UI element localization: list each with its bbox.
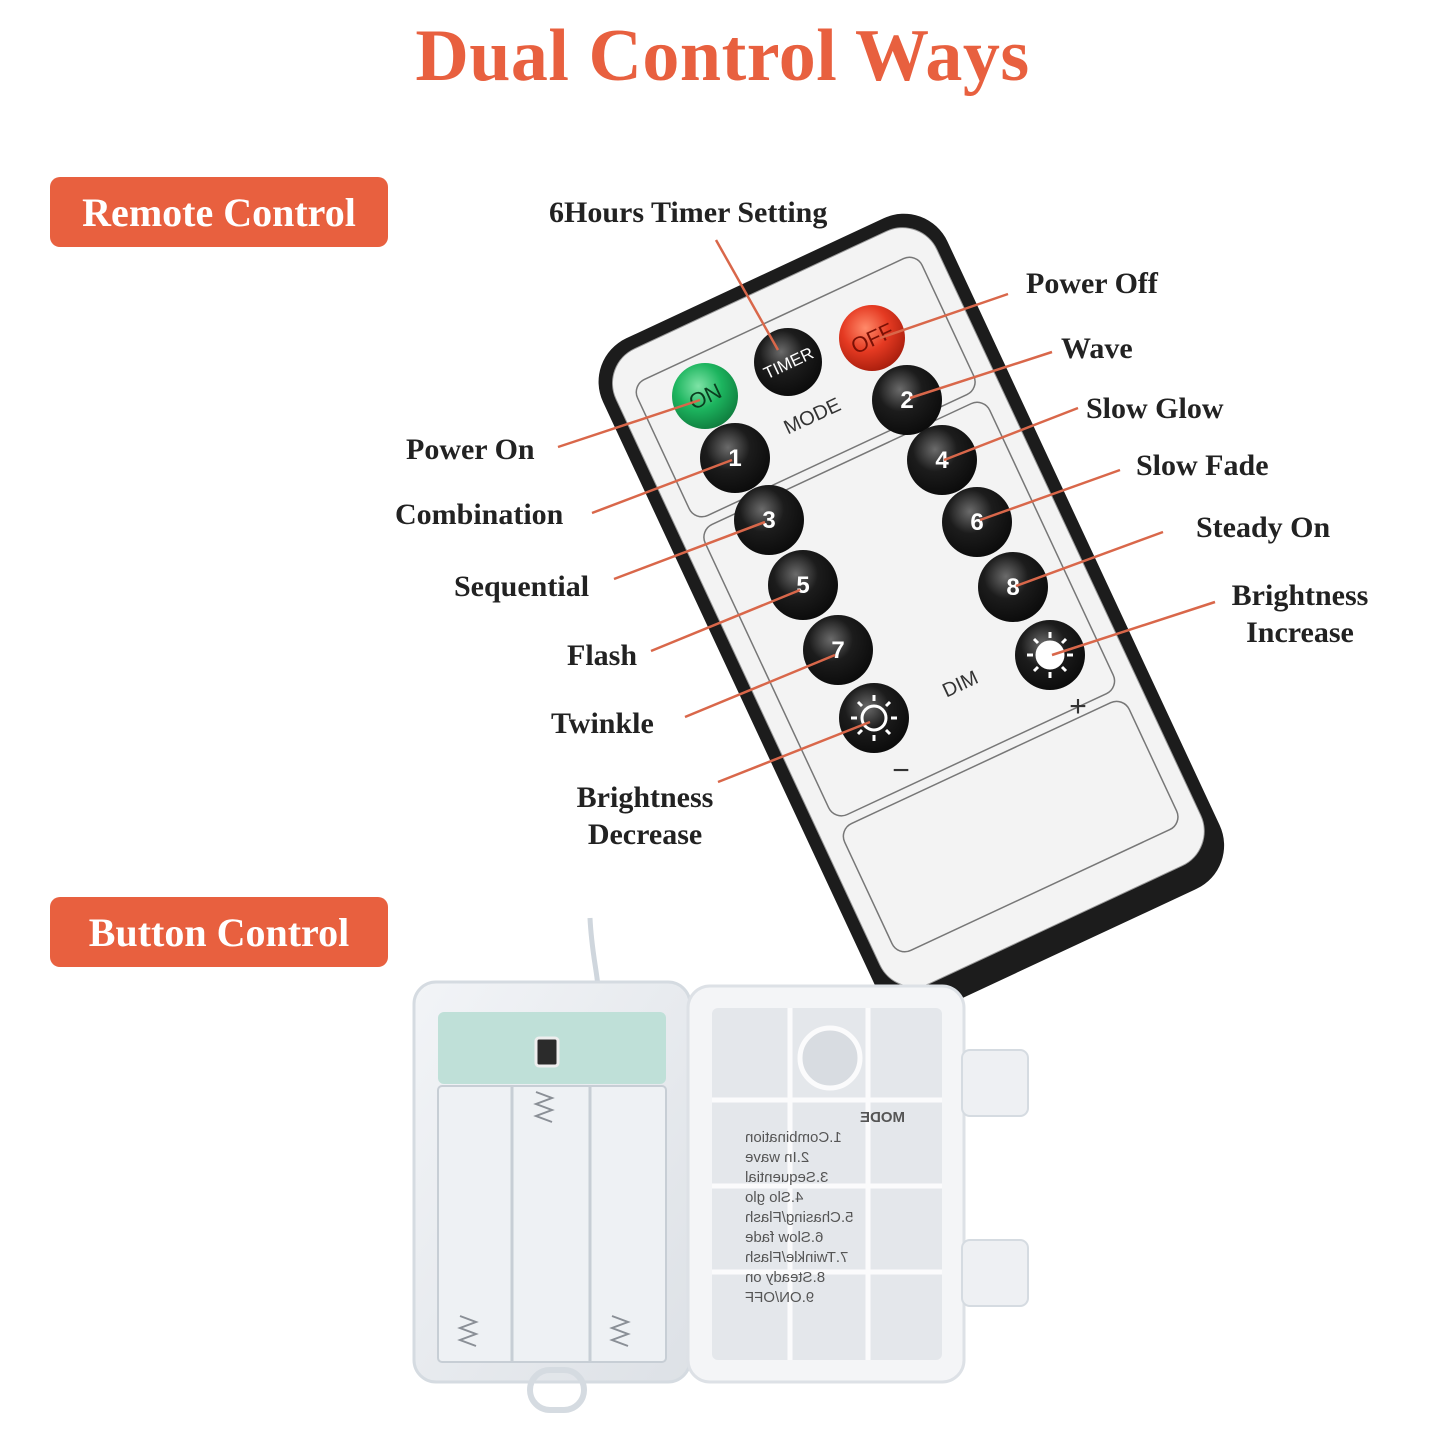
svg-text:8: 8 <box>1006 574 1019 601</box>
mode-button-8[interactable]: 8 <box>978 552 1048 622</box>
callout-twinkle: Twinkle <box>551 707 654 740</box>
callout-sequential: Sequential <box>454 570 590 603</box>
battery-box-base <box>412 917 692 1413</box>
svg-text:5: 5 <box>796 572 809 599</box>
callout-timer: 6Hours Timer Setting <box>549 196 828 229</box>
mode-button-5[interactable]: 5 <box>768 550 838 620</box>
sun-filled-icon <box>1027 632 1073 678</box>
callout-flash: Flash <box>567 639 638 672</box>
svg-text:6: 6 <box>970 509 983 536</box>
minus-label: − <box>892 754 910 787</box>
brightness-decrease-button[interactable] <box>839 683 909 753</box>
mode-button-6[interactable]: 6 <box>942 487 1012 557</box>
svg-text:2: 2 <box>900 387 913 414</box>
callout-wave: Wave <box>1061 332 1133 365</box>
button-control-section-badge: Button Control <box>50 897 388 967</box>
clip-tab <box>961 1049 1029 1117</box>
callout-slow-fade: Slow Fade <box>1136 449 1269 482</box>
callout-steady-on: Steady On <box>1196 511 1331 544</box>
mode-button-7[interactable]: 7 <box>803 615 873 685</box>
svg-text:4: 4 <box>935 447 949 474</box>
callout-power-on: Power On <box>406 433 535 466</box>
plus-label: + <box>1069 690 1087 723</box>
svg-text:3: 3 <box>762 507 775 534</box>
remote-control <box>598 213 1225 1014</box>
callout-brightness-decrease: Brightness Decrease <box>576 781 714 851</box>
clip-tab <box>961 1239 1029 1307</box>
spring-icons <box>457 1091 631 1347</box>
svg-text:1: 1 <box>728 445 741 472</box>
mode-button-1[interactable]: 1 <box>700 423 770 493</box>
on-button[interactable]: ON <box>672 363 738 429</box>
sun-outline-icon <box>851 695 897 741</box>
callout-power-off: Power Off <box>1026 267 1158 300</box>
remote-control-section-badge: Remote Control <box>50 177 388 247</box>
remote-face <box>612 227 1205 988</box>
timer-button[interactable]: TIMER <box>754 328 822 396</box>
hang-loop <box>527 1367 587 1413</box>
callout-combination: Combination <box>395 498 564 531</box>
battery-compartment <box>437 1085 667 1363</box>
battery-box-lid <box>686 984 1029 1384</box>
push-button[interactable] <box>534 1036 560 1068</box>
lid-mode-list: MODE 1.Combination 2.In wave 3.Sequentia… <box>745 1109 905 1306</box>
mode-button-3[interactable]: 3 <box>734 485 804 555</box>
callout-leader-lines <box>557 239 1216 784</box>
mode-button-2[interactable]: 2 <box>872 365 942 435</box>
page-title: Dual Control Ways <box>415 15 1030 97</box>
mode-button-4[interactable]: 4 <box>907 425 977 495</box>
svg-text:7: 7 <box>831 637 844 664</box>
brightness-increase-button[interactable] <box>1015 620 1085 690</box>
off-button[interactable]: OFF <box>839 305 905 371</box>
callout-slow-glow: Slow Glow <box>1086 392 1224 425</box>
callout-brightness-increase: Brightness Increase <box>1231 579 1369 649</box>
